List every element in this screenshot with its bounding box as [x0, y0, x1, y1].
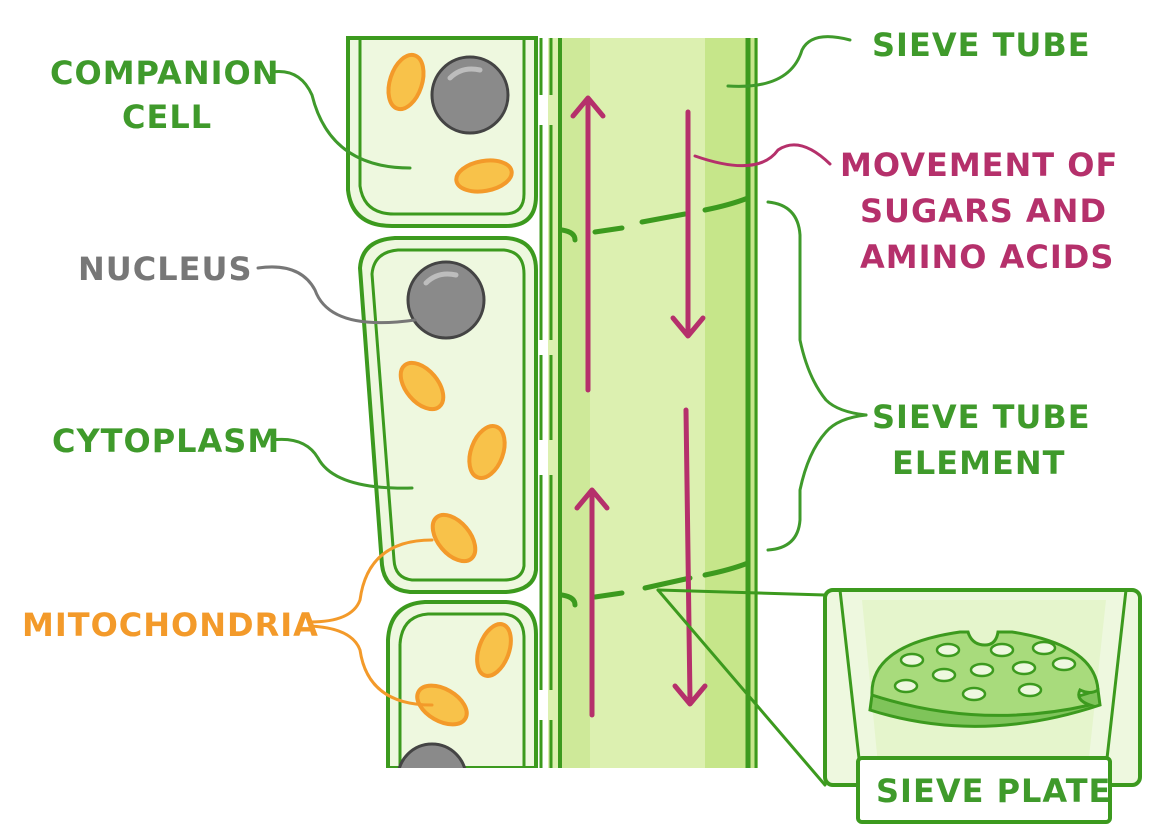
- leader-cytoplasm: [270, 437, 414, 490]
- mitochondrion-icon: [430, 512, 478, 564]
- mitochondrion-icon: [475, 622, 513, 678]
- companion-cell-top: [346, 36, 538, 228]
- sieve-tube: [539, 38, 758, 768]
- leader-movement: [693, 143, 832, 168]
- label-sieve-tube-element-1: SIEVE TUBE: [872, 398, 1091, 436]
- label-movement-2: SUGARS AND: [860, 192, 1107, 230]
- label-movement-3: AMINO ACIDS: [860, 238, 1114, 276]
- leader-nucleus: [256, 265, 417, 325]
- label-sieve-plate: SIEVE PLATE: [876, 772, 1111, 810]
- label-movement-1: MOVEMENT OF: [840, 146, 1118, 184]
- label-sieve-tube: SIEVE TUBE: [872, 26, 1091, 64]
- mitochondrion-icon: [467, 424, 507, 480]
- arrow-down-icon: [683, 407, 693, 703]
- label-companion-cell-2: CELL: [122, 98, 212, 136]
- sieve-plate-inset: [823, 588, 1142, 824]
- leader-mitochondria-1: [308, 538, 434, 624]
- sieve-plate-lower: [559, 560, 751, 608]
- label-companion-cell-1: COMPANION: [50, 54, 279, 92]
- sieve-plate-label-box: [856, 756, 1112, 824]
- leader-sieve-tube: [726, 35, 852, 88]
- leader-plate-bottom: [656, 588, 827, 787]
- label-nucleus: NUCLEUS: [78, 250, 253, 288]
- mitochondrion-icon: [415, 683, 469, 727]
- label-sieve-tube-element-2: ELEMENT: [892, 444, 1065, 482]
- mitochondrion-icon: [386, 52, 426, 112]
- label-cytoplasm: CYTOPLASM: [52, 422, 280, 460]
- mitochondrion-icon: [398, 360, 446, 412]
- companion-cell-bottom: [386, 600, 538, 768]
- movement-arrows: [570, 95, 708, 718]
- companion-cell-middle: [357, 236, 538, 594]
- nucleus-icon: [397, 742, 467, 768]
- leader-companion-cell: [270, 69, 412, 170]
- leader-ste-top: [766, 200, 868, 417]
- label-mitochondria: MITOCHONDRIA: [22, 606, 319, 644]
- leader-mitochondria-2: [308, 624, 434, 707]
- leader-ste-bottom: [766, 413, 868, 552]
- mitochondrion-icon: [454, 158, 514, 194]
- sieve-plate-upper: [559, 195, 751, 243]
- leader-plate-top: [656, 588, 827, 597]
